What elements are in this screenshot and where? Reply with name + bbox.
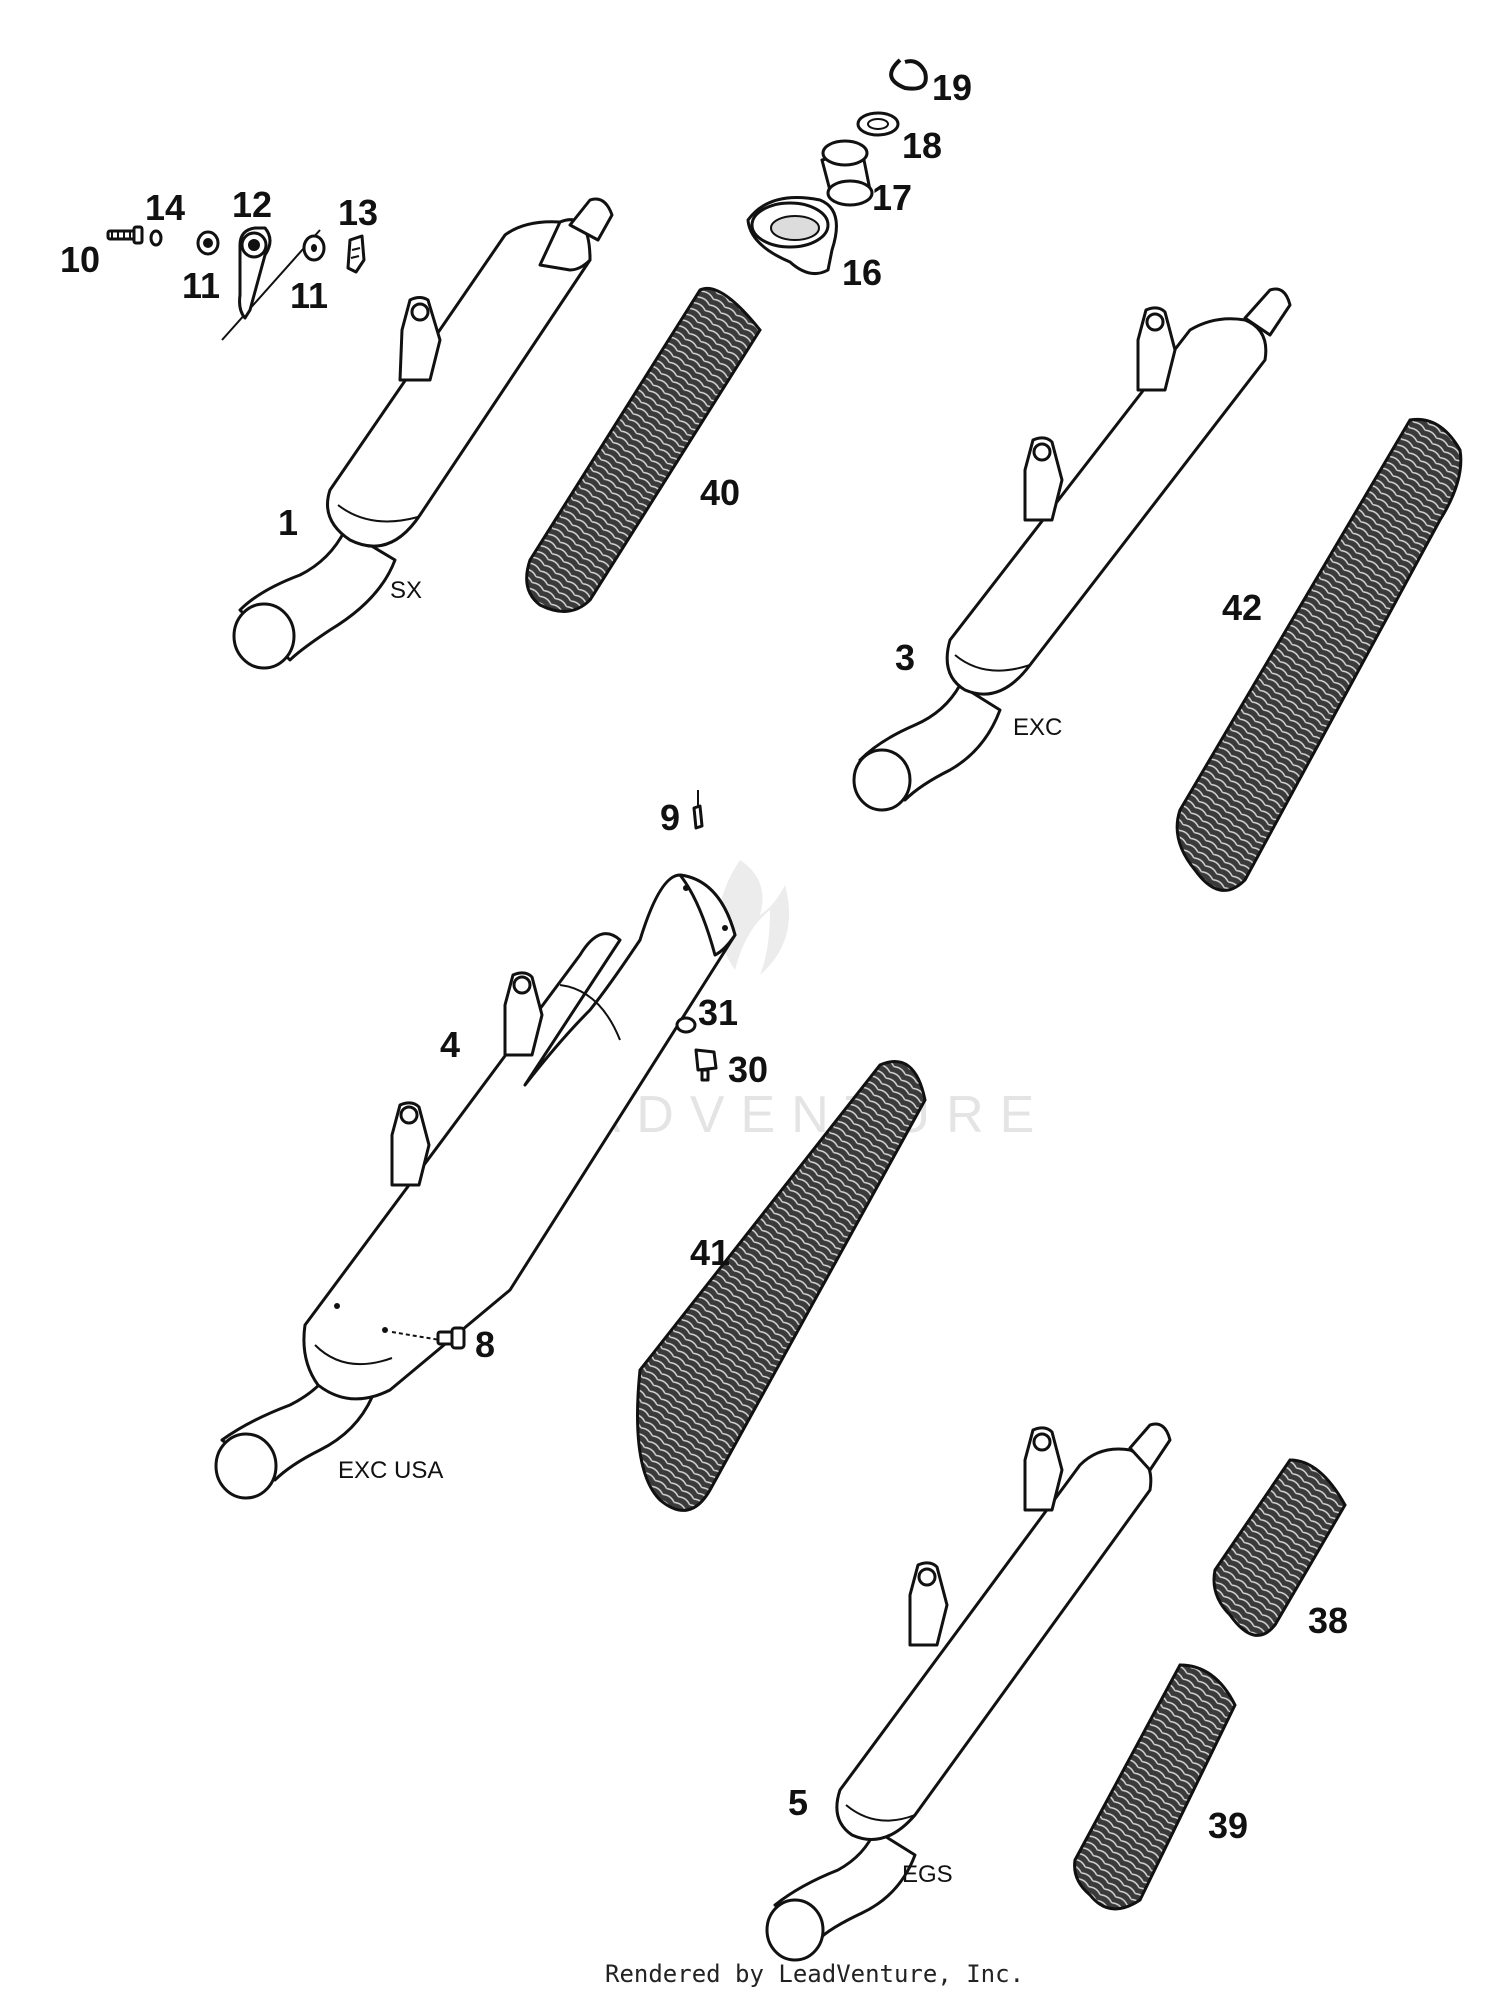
callout-41: 41	[690, 1232, 730, 1273]
callout-13: 13	[338, 192, 378, 233]
callout-4: 4	[440, 1024, 460, 1065]
callout-40: 40	[700, 472, 740, 513]
callout-31: 31	[698, 992, 738, 1033]
callout-11-right: 11	[290, 275, 328, 316]
callout-18: 18	[902, 125, 942, 166]
variant-label-sx: SX	[390, 577, 422, 604]
cone-part-16	[746, 196, 838, 276]
callout-9: 9	[660, 797, 680, 838]
packing-part-39	[1073, 1663, 1237, 1911]
bushing-part-17	[820, 139, 874, 207]
washer-part-18	[856, 111, 900, 137]
callout-12: 12	[232, 184, 272, 225]
callout-42: 42	[1222, 587, 1262, 628]
packing-part-40	[525, 286, 762, 613]
callout-8: 8	[475, 1324, 495, 1365]
muffler-part-4-exc-usa	[214, 873, 737, 1500]
muffler-part-3-exc	[852, 287, 1292, 812]
clip-part-13	[346, 234, 366, 274]
muffler-part-5-egs	[765, 1422, 1172, 1962]
callout-14: 14	[145, 187, 185, 228]
packing-part-41	[636, 1060, 927, 1512]
packing-part-38	[1212, 1458, 1347, 1637]
callout-16: 16	[842, 252, 882, 293]
packing-part-42	[1175, 417, 1463, 892]
grommet-part-11-right	[302, 234, 326, 262]
variant-label-exc-usa: EXC USA	[338, 1457, 443, 1484]
callout-5: 5	[788, 1782, 808, 1823]
footer-credit: Rendered by LeadVenture, Inc.	[605, 1960, 1024, 1988]
mounting-hardware-group	[106, 225, 366, 341]
callout-39: 39	[1208, 1805, 1248, 1846]
callout-17: 17	[872, 177, 912, 218]
variant-label-egs: EGS	[902, 1861, 953, 1888]
callout-1: 1	[278, 502, 298, 543]
callout-3: 3	[895, 637, 915, 678]
washer-part-31	[675, 1016, 697, 1034]
variant-label-exc: EXC	[1013, 714, 1062, 741]
muffler-part-1-sx	[232, 197, 614, 670]
callout-11-left: 11	[182, 265, 220, 306]
washer-part-14	[149, 229, 163, 247]
circlip-part-19	[889, 58, 928, 91]
seal-stack-group	[746, 58, 928, 276]
bolt-part-9	[692, 790, 704, 830]
callout-30: 30	[728, 1049, 768, 1090]
callout-38: 38	[1308, 1600, 1348, 1641]
callout-10: 10	[60, 239, 100, 280]
screw-part-8	[436, 1326, 466, 1350]
bolt-part-10	[106, 225, 144, 245]
screw-part-30	[694, 1048, 718, 1082]
callout-19: 19	[932, 67, 972, 108]
grommet-part-11-left	[196, 230, 220, 256]
